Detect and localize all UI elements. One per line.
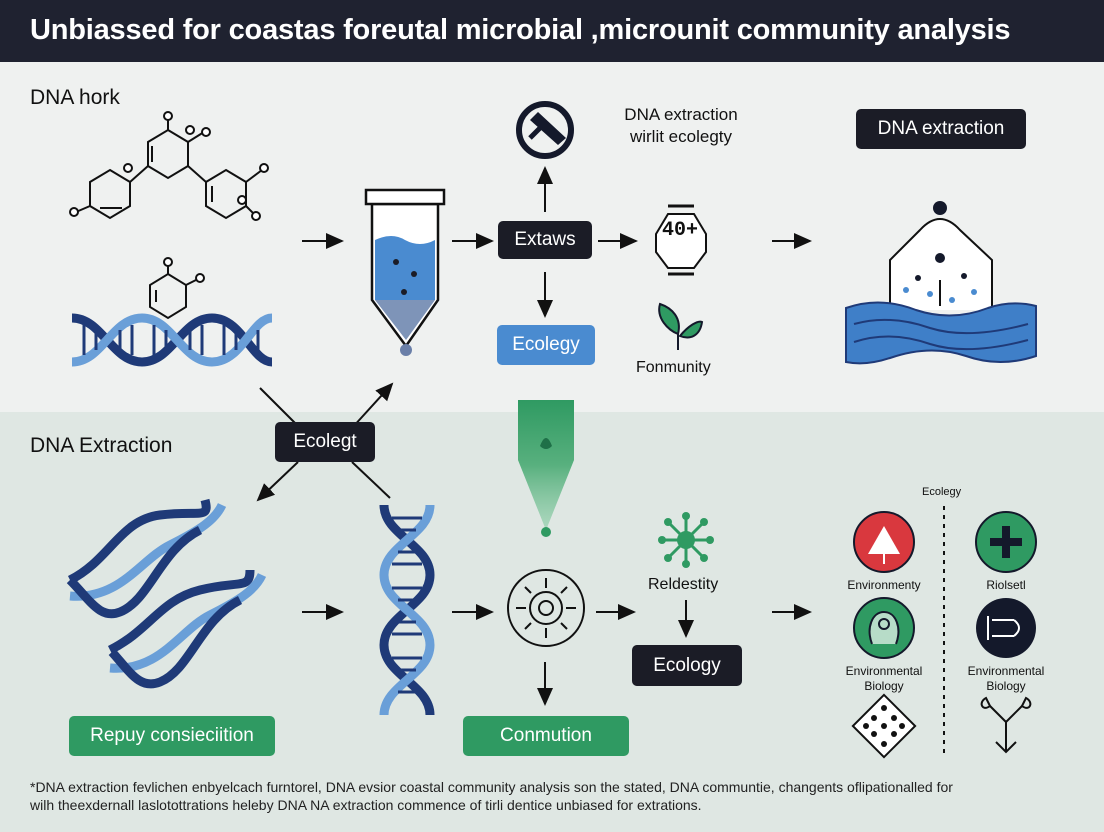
counter-label: 40+ bbox=[661, 219, 698, 242]
legend-env-biology-right: Environmental Biology bbox=[956, 664, 1056, 694]
network-node-icon bbox=[658, 512, 714, 568]
legend-env-biology-left-line2: Biology bbox=[864, 679, 904, 693]
no-entry-icon bbox=[516, 101, 574, 159]
footnote-caption: *DNA extraction fevlichen enbyelcach fur… bbox=[30, 778, 1080, 814]
page-title: Unbiassed for coastas foreutal microbial… bbox=[30, 14, 1011, 46]
dna-helix-icon bbox=[71, 313, 273, 367]
dna-vertical-icon bbox=[379, 504, 435, 716]
legend-env-biology-right-line1: Environmental bbox=[967, 664, 1045, 678]
bottom-section-title: DNA Extraction bbox=[30, 434, 173, 457]
molecule-icon bbox=[69, 111, 269, 221]
flow-arrows-bottom bbox=[302, 600, 812, 706]
extraction-note: DNA extraction wirlit ecolegty bbox=[616, 104, 746, 148]
legend-env-biology-left-line1: Environmental bbox=[845, 664, 923, 678]
fonmunity-label: Fonmunity bbox=[636, 359, 711, 376]
leaf-sprout-icon bbox=[658, 302, 704, 350]
conmution-box: Conmution bbox=[463, 716, 629, 756]
dna-helix-bottom-icon bbox=[66, 498, 267, 689]
ecology-box: Ecology bbox=[632, 645, 742, 686]
molecule-small-icon bbox=[149, 257, 205, 320]
branch-arrow-icon bbox=[980, 696, 1032, 754]
legend-header: Ecolegy bbox=[922, 486, 962, 498]
reldestity-label: Reldestity bbox=[648, 576, 719, 593]
repuy-consieciition-box: Repuy consieciition bbox=[69, 716, 275, 756]
microbe-icon bbox=[853, 597, 915, 659]
top-section-title: DNA hork bbox=[30, 86, 120, 109]
flow-arrows-top bbox=[256, 166, 812, 502]
extaws-box: Extaws bbox=[498, 221, 592, 259]
dna-extraction-box: DNA extraction bbox=[856, 109, 1026, 149]
extraction-note-line2: wirlit ecolegty bbox=[629, 127, 733, 146]
extraction-note-line1: DNA extraction bbox=[624, 105, 738, 124]
dome-water-icon bbox=[845, 201, 1037, 365]
legend-riolsetl: Riolsetl bbox=[986, 578, 1026, 592]
dots-diamond-icon bbox=[851, 693, 917, 759]
legend-environmenty: Environmenty bbox=[847, 578, 921, 592]
test-tube-icon bbox=[364, 188, 446, 356]
ecolegt-box: Ecolegt bbox=[275, 422, 375, 462]
legend-env-biology-right-line2: Biology bbox=[986, 679, 1026, 693]
ecolegy-box: Ecolegy bbox=[497, 325, 595, 365]
footnote-line2: wilh theexdernall laslotottrations heleb… bbox=[30, 797, 702, 813]
title-bar: Unbiassed for coastas foreutal microbial… bbox=[0, 0, 1104, 62]
green-tube-icon bbox=[518, 400, 574, 537]
plus-icon bbox=[975, 511, 1037, 573]
footnote-line1: *DNA extraction fevlichen enbyelcach fur… bbox=[30, 779, 953, 795]
warning-triangle-icon bbox=[853, 511, 915, 573]
switch-icon bbox=[976, 598, 1036, 658]
ring-target-icon bbox=[507, 569, 585, 647]
legend-env-biology-left: Environmental Biology bbox=[834, 664, 934, 694]
counter-hexagon-icon bbox=[655, 204, 707, 276]
